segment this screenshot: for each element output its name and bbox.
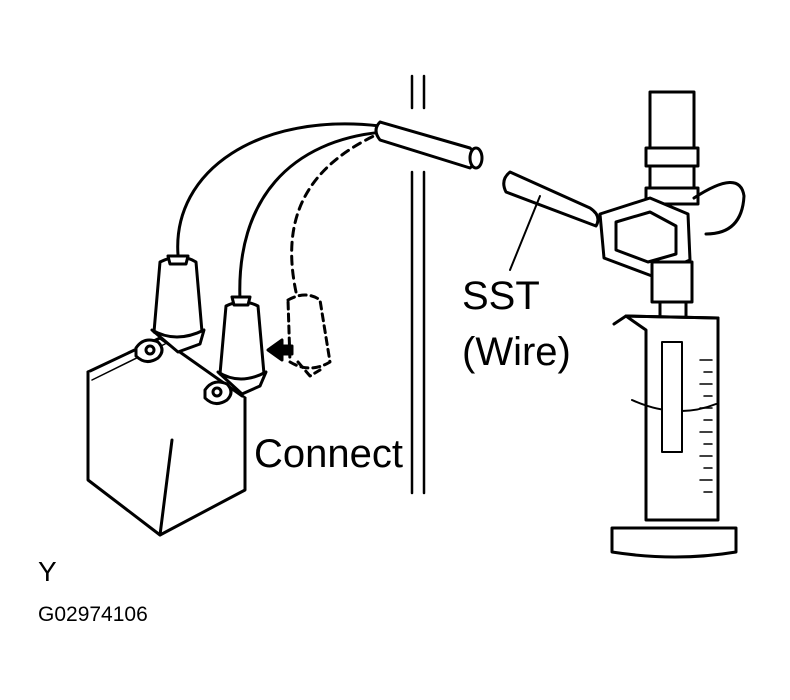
figure-code-label: G02974106 xyxy=(38,603,148,626)
graduated-cylinder xyxy=(610,314,738,559)
connect-arrow-icon xyxy=(266,338,294,362)
cylinder-graduations xyxy=(699,359,713,493)
sst-wire xyxy=(502,170,600,271)
lead-wire-disconnected xyxy=(290,132,380,294)
connect-label: Connect xyxy=(254,432,403,476)
clip-boot-negative xyxy=(150,254,206,354)
battery-terminal-positive xyxy=(203,380,233,405)
lead-wire-negative xyxy=(176,122,382,257)
wire-label: (Wire) xyxy=(462,330,571,374)
battery-terminal-negative xyxy=(134,338,164,363)
injector-assembly xyxy=(598,90,746,344)
lead-wire-positive xyxy=(238,130,386,302)
clip-boot-disconnected xyxy=(286,293,332,378)
sst-label: SST xyxy=(462,274,540,318)
separator-lines xyxy=(410,74,426,495)
wire-sheath-end xyxy=(468,146,484,170)
wire-sheath xyxy=(374,120,478,170)
battery xyxy=(86,336,247,537)
corner-mark-label: Y xyxy=(38,556,57,587)
clip-boot-positive xyxy=(216,295,268,396)
